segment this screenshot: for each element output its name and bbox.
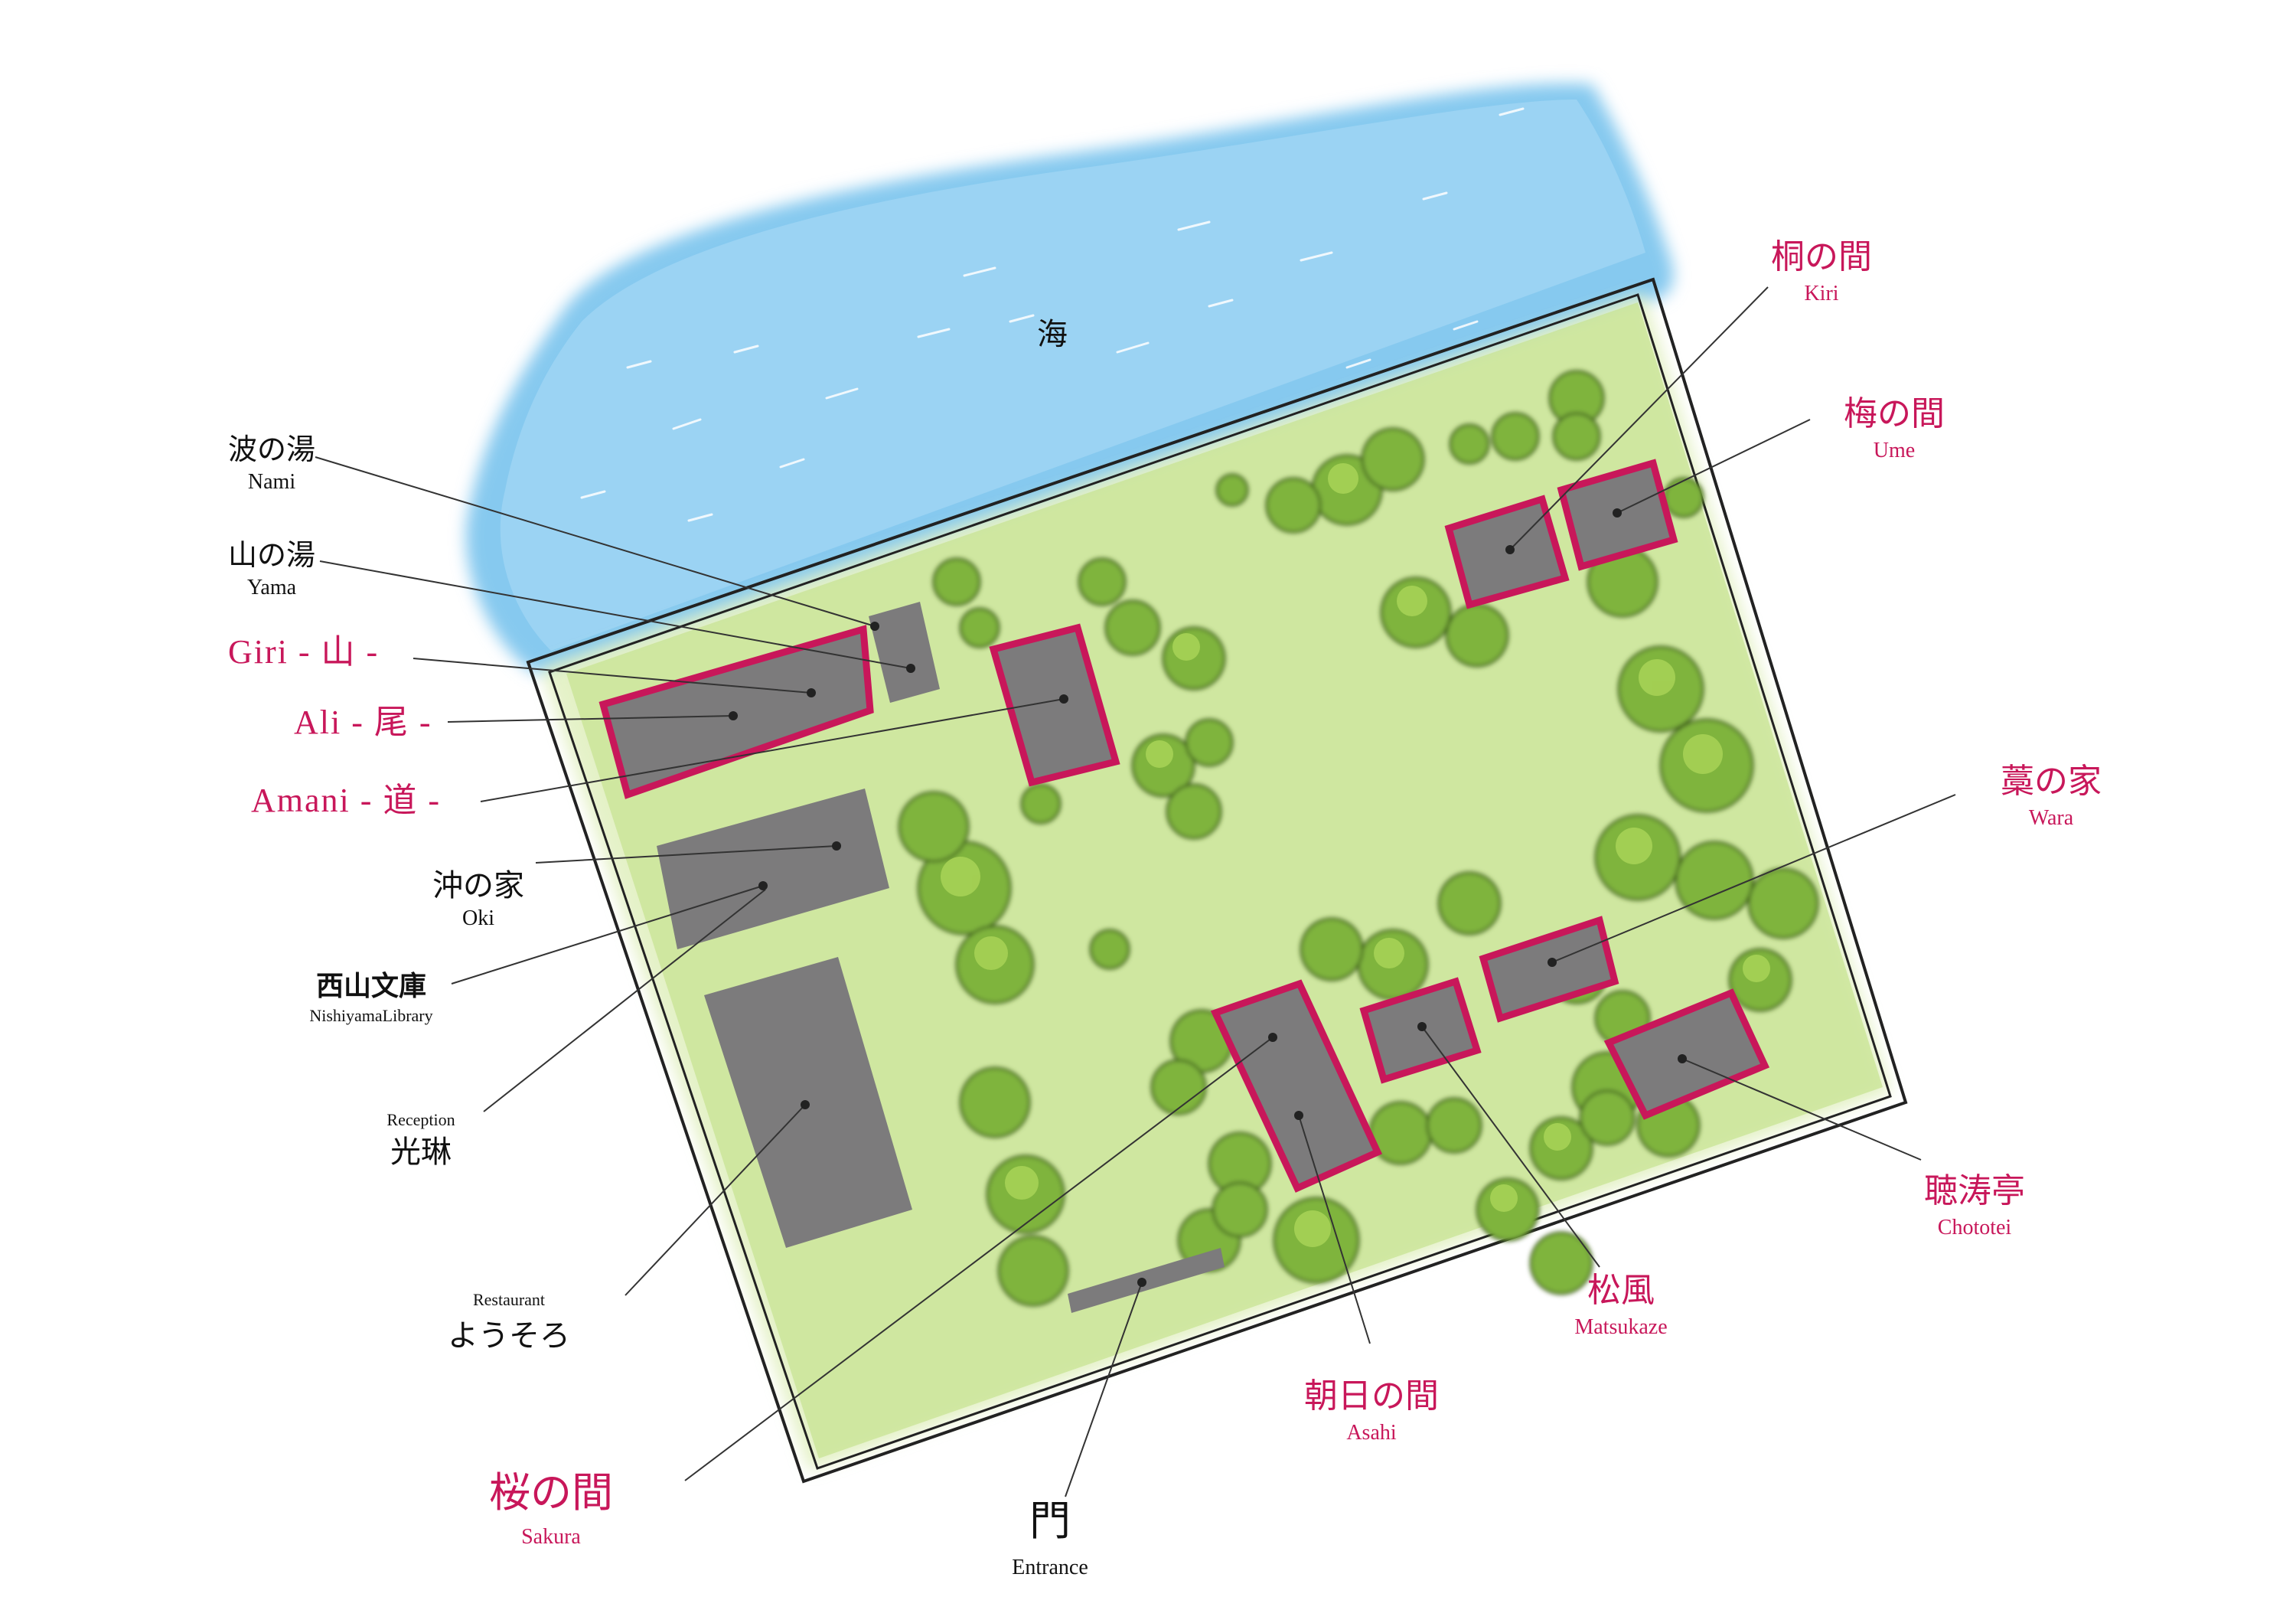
label-restaurant-en: Restaurant (473, 1290, 545, 1309)
label-matsukaze: 松風 Matsukaze (1574, 1271, 1667, 1339)
label-yama-jp: 山の湯 (228, 538, 315, 572)
label-chototei-en: Chototei (1938, 1216, 2012, 1239)
label-yama-en: Yama (247, 576, 297, 599)
label-library-jp: 西山文庫 (316, 970, 426, 1002)
building-chototei (1603, 988, 1770, 1120)
label-reception-en: Reception (386, 1110, 455, 1129)
label-restaurant-jp: ようそろ (448, 1318, 570, 1354)
building-nami (869, 602, 940, 703)
label-ali: Ali - 尾 - (294, 704, 432, 741)
sea-label: 海 (1037, 317, 1068, 352)
label-reception-jp: 光琳 (390, 1135, 452, 1170)
label-yama: 山の湯 Yama (228, 538, 315, 599)
label-kiri: 桐の間 Kiri (1771, 237, 1872, 305)
label-kiri-en: Kiri (1804, 282, 1838, 305)
label-nami: 波の湯 Nami (228, 433, 315, 494)
building-library (657, 789, 889, 949)
label-matsukaze-en: Matsukaze (1574, 1315, 1667, 1339)
label-reception: Reception 光琳 (386, 1110, 455, 1170)
building-giri-ali (598, 625, 874, 799)
label-entrance: 門 Entrance (1012, 1497, 1088, 1579)
label-sakura-en: Sakura (521, 1525, 581, 1549)
label-library: 西山文庫 NishiyamaLibrary (309, 970, 432, 1025)
label-oki: 沖の家 Oki (432, 868, 524, 930)
leader-lines (315, 286, 1956, 1497)
label-nami-jp: 波の湯 (228, 433, 315, 466)
leader-dots (729, 508, 1687, 1287)
label-giri: Giri - 山 - (228, 633, 379, 671)
label-ume-jp: 梅の間 (1844, 394, 1945, 433)
label-kiri-jp: 桐の間 (1771, 237, 1872, 276)
label-asahi: 朝日の間 Asahi (1304, 1376, 1439, 1445)
label-wara: 藁の家 Wara (2001, 762, 2102, 830)
building-oki (989, 623, 1120, 787)
building-sakura (1210, 979, 1383, 1193)
label-library-en: NishiyamaLibrary (309, 1006, 432, 1025)
label-wara-jp: 藁の家 (2001, 762, 2102, 801)
label-entrance-en: Entrance (1012, 1556, 1088, 1579)
label-restaurant: Restaurant ようそろ (448, 1290, 570, 1354)
label-sakura-jp: 桜の間 (489, 1468, 613, 1517)
label-asahi-jp: 朝日の間 (1304, 1376, 1439, 1416)
label-ume: 梅の間 Ume (1844, 394, 1945, 462)
label-sakura: 桜の間 Sakura (489, 1468, 613, 1549)
label-chototei: 聴涛亭 Chototei (1924, 1171, 2025, 1239)
label-oki-en: Oki (462, 906, 494, 930)
label-asahi-en: Asahi (1346, 1421, 1397, 1445)
building-entrance (1068, 1248, 1225, 1313)
label-chototei-jp: 聴涛亭 (1924, 1171, 2025, 1210)
building-matsukaze (1479, 916, 1619, 1023)
label-ume-en: Ume (1874, 439, 1915, 462)
label-entrance-jp: 門 (1029, 1497, 1071, 1545)
label-nami-en: Nami (248, 470, 295, 494)
label-wara-en: Wara (2029, 806, 2074, 830)
label-oki-jp: 沖の家 (432, 868, 524, 903)
label-matsukaze-jp: 松風 (1587, 1271, 1655, 1310)
sea-area: 海 (465, 83, 1674, 674)
label-amani: Amani - 道 - (251, 782, 441, 819)
